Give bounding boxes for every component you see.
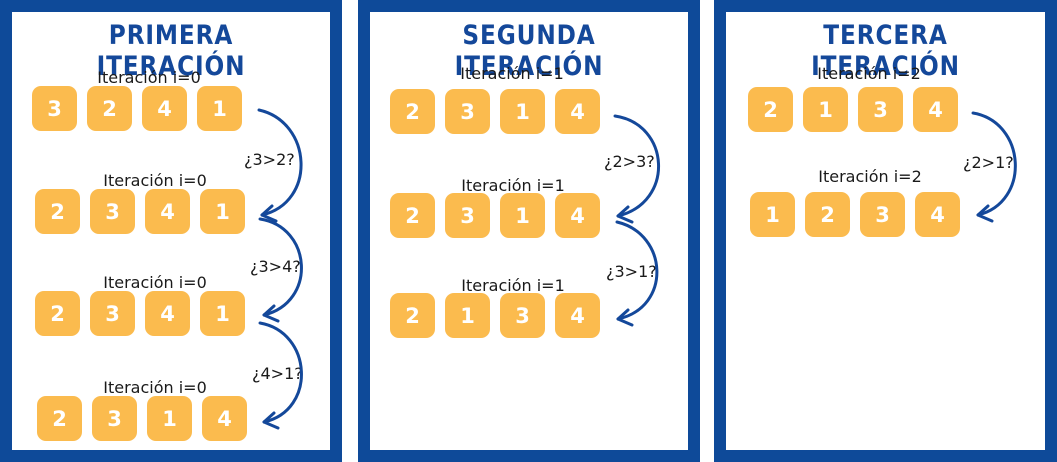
step-label: Iteración i=2 — [818, 167, 922, 186]
array-cell: 4 — [145, 291, 190, 336]
step-label: Iteración i=2 — [817, 64, 921, 83]
array-cell: 1 — [200, 291, 245, 336]
array-cell: 4 — [913, 87, 958, 132]
array-row: 2 3 4 1 — [35, 291, 245, 336]
array-cell: 2 — [35, 189, 80, 234]
array-cell: 2 — [390, 193, 435, 238]
step-label: Iteración i=1 — [461, 176, 565, 195]
array-row: 1 2 3 4 — [750, 192, 960, 237]
array-cell: 4 — [555, 193, 600, 238]
panel-title: TERCERA ITERACIÓN — [811, 20, 960, 82]
array-cell: 1 — [750, 192, 795, 237]
array-row: 2 3 1 4 — [390, 193, 600, 238]
comparison-label: ¿3>2? — [244, 150, 295, 169]
array-row: 3 2 4 1 — [32, 86, 242, 131]
panel-tercera-iteracion: TERCERA ITERACIÓN Iteración i=2 2 1 3 4 … — [714, 0, 1057, 462]
arrow-icon — [971, 111, 1017, 217]
array-cell: 1 — [803, 87, 848, 132]
arrow-icon — [262, 411, 280, 430]
step-label: Iteración i=1 — [461, 276, 565, 295]
comparison-label: ¿3>1? — [606, 262, 657, 281]
array-cell: 4 — [555, 89, 600, 134]
array-cell: 3 — [90, 189, 135, 234]
array-row: 2 1 3 4 — [390, 293, 600, 338]
arrow-icon — [257, 108, 303, 217]
array-cell: 1 — [500, 193, 545, 238]
panel-primera-iteracion: PRIMERA ITERACIÓN Iteración i=0 3 2 4 1 … — [0, 0, 342, 462]
array-cell: 2 — [87, 86, 132, 131]
arrow-icon — [616, 205, 634, 224]
step-label: Iteración i=0 — [97, 68, 201, 87]
comparison-label: ¿2>1? — [963, 153, 1014, 172]
array-row: 2 3 1 4 — [37, 396, 247, 441]
array-cell: 2 — [805, 192, 850, 237]
arrow-icon — [613, 114, 660, 218]
arrow-icon — [615, 220, 659, 321]
panel-title: PRIMERA ITERACIÓN — [96, 20, 246, 82]
array-cell: 3 — [500, 293, 545, 338]
panel-segunda-iteracion: SEGUNDA ITERACIÓN Iteración i=1 2 3 1 4 … — [358, 0, 700, 462]
swap-arrows — [613, 114, 660, 327]
array-cell: 2 — [390, 293, 435, 338]
arrow-icon — [258, 321, 303, 424]
array-cell: 3 — [32, 86, 77, 131]
panel-title: SEGUNDA ITERACIÓN — [454, 20, 604, 82]
array-cell: 3 — [92, 396, 137, 441]
array-cell: 4 — [202, 396, 247, 441]
array-cell: 1 — [445, 293, 490, 338]
swap-arrows — [257, 108, 303, 430]
swap-arrows — [971, 111, 1017, 223]
array-cell: 3 — [445, 193, 490, 238]
array-row: 2 3 1 4 — [390, 89, 600, 134]
step-label: Iteración i=0 — [103, 378, 207, 397]
comparison-label: ¿4>1? — [252, 364, 303, 383]
array-cell: 2 — [37, 396, 82, 441]
arrow-icon — [616, 308, 634, 327]
arrow-icon — [976, 204, 994, 223]
step-label: Iteración i=1 — [460, 64, 564, 83]
array-cell: 4 — [915, 192, 960, 237]
arrow-icon — [260, 204, 278, 223]
array-cell: 4 — [555, 293, 600, 338]
comparison-label: ¿2>3? — [604, 152, 655, 171]
array-cell: 1 — [197, 86, 242, 131]
step-label: Iteración i=0 — [103, 171, 207, 190]
step-label: Iteración i=0 — [103, 273, 207, 292]
array-cell: 1 — [200, 189, 245, 234]
array-cell: 2 — [390, 89, 435, 134]
array-cell: 3 — [860, 192, 905, 237]
array-cell: 2 — [35, 291, 80, 336]
comparison-label: ¿3>4? — [250, 257, 301, 276]
arrow-icon — [258, 217, 303, 317]
array-cell: 4 — [142, 86, 187, 131]
array-cell: 3 — [90, 291, 135, 336]
array-row: 2 3 4 1 — [35, 189, 245, 234]
array-cell: 3 — [858, 87, 903, 132]
array-cell: 1 — [147, 396, 192, 441]
arrow-icon — [262, 304, 280, 323]
array-cell: 2 — [748, 87, 793, 132]
array-cell: 3 — [445, 89, 490, 134]
array-row: 2 1 3 4 — [748, 87, 958, 132]
array-cell: 4 — [145, 189, 190, 234]
array-cell: 1 — [500, 89, 545, 134]
